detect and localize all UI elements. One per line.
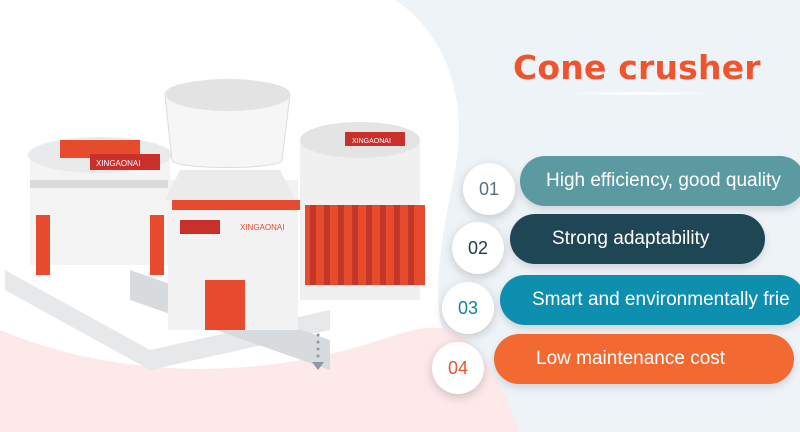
feature-pill-2: Strong adaptability — [510, 214, 765, 264]
title-underline — [560, 92, 720, 95]
page-title: Cone crusher — [513, 48, 761, 87]
feature-label-4: Low maintenance cost — [536, 348, 726, 369]
center-machine-brand: XINGAONAI — [240, 223, 284, 232]
feature-number-badge-1: 01 — [463, 163, 515, 215]
feature-label-1: High efficiency, good quality — [546, 170, 781, 191]
feature-number-badge-3: 03 — [442, 282, 494, 334]
feature-label-2: Strong adaptability — [552, 228, 710, 249]
left-machine-brand: XINGAONAI — [96, 159, 140, 168]
feature-label-3: Smart and environmentally frie — [532, 289, 790, 310]
feature-pill-1: High efficiency, good quality — [520, 156, 800, 206]
feature-number-badge-2: 02 — [452, 222, 504, 274]
feature-number-badge-4: 04 — [432, 342, 484, 394]
cone-crusher-machines-illustration: XINGAONAI XINGAONAI XINGAONAI — [5, 79, 425, 370]
right-machine-brand: XINGAONAI — [352, 138, 391, 145]
feature-pill-4: Low maintenance cost — [494, 334, 794, 384]
feature-pill-3: Smart and environmentally frie — [500, 275, 800, 325]
